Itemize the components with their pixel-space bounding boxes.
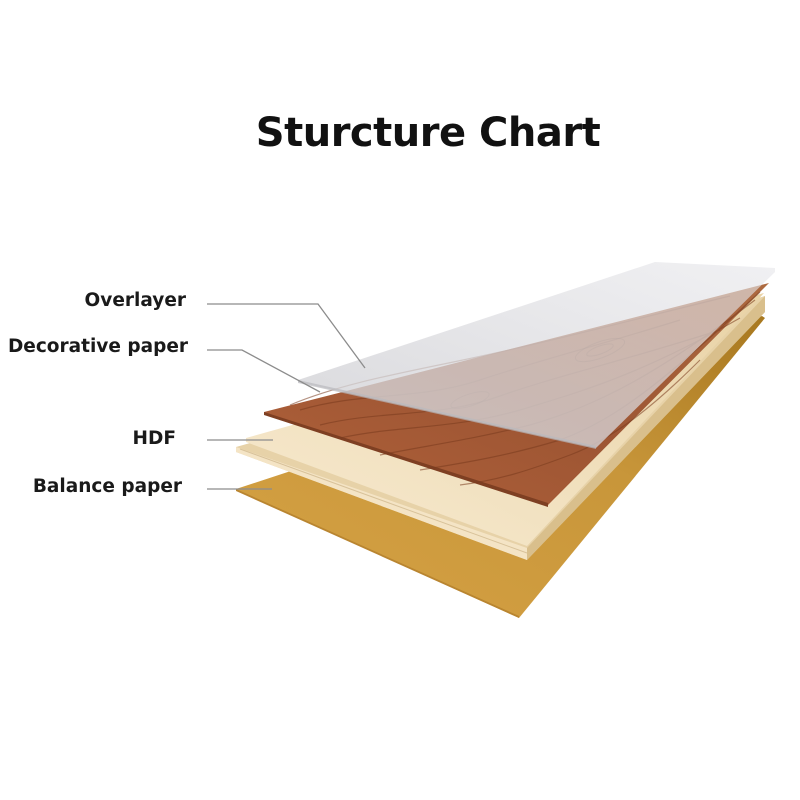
decorative-paper-leader-line <box>207 349 321 393</box>
balance-paper-label: Balance paper <box>32 476 182 497</box>
leader-lines <box>207 303 366 490</box>
page-title: Sturcture Chart <box>255 110 601 156</box>
decorative-paper-label: Decorative paper <box>7 336 188 357</box>
overlayer-layer <box>298 262 775 449</box>
hdf-label: HDF <box>132 428 176 449</box>
overlayer-leader-line <box>207 303 366 369</box>
overlayer-label: Overlayer <box>84 290 186 311</box>
